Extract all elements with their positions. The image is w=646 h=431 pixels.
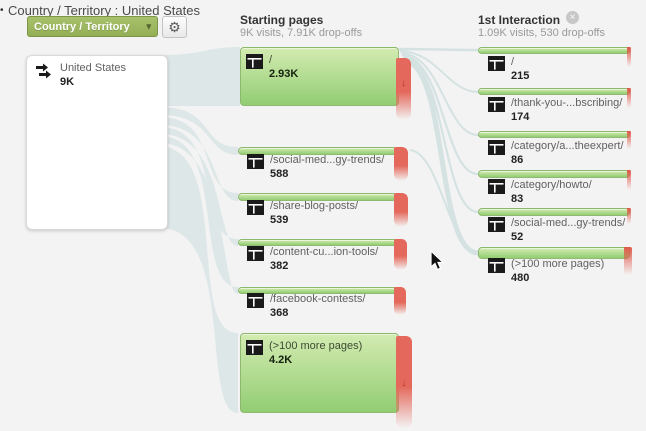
breadcrumb: Country / Territory : United States — [8, 3, 200, 18]
flow-ribbon[interactable] — [160, 107, 238, 155]
flow-ribbon[interactable] — [160, 47, 240, 106]
node-int-more-pages[interactable] — [478, 247, 630, 259]
node-start-content-curation-tools[interactable] — [238, 239, 397, 246]
node-united-states[interactable]: United States 9K — [26, 55, 168, 230]
node-int-category-howto[interactable] — [478, 170, 630, 178]
gear-icon: ⚙ — [168, 18, 181, 35]
drop-off-bar[interactable] — [394, 239, 407, 270]
dimension-dropdown[interactable]: Country / Territory ▾ — [27, 16, 158, 37]
drop-off-arrow-icon: ↓ — [401, 378, 407, 389]
node-start-home[interactable] — [240, 47, 399, 106]
node-start-social-media-trends[interactable] — [238, 147, 397, 155]
flow-link[interactable] — [402, 55, 479, 214]
node-value: 9K — [60, 76, 75, 88]
drop-off-bar[interactable] — [627, 131, 631, 149]
node-start-facebook-contests[interactable] — [238, 287, 397, 294]
column-title-1st-interaction: 1st Interaction — [478, 13, 561, 27]
drop-off-bar[interactable]: ↓ — [396, 58, 411, 120]
drop-off-bar[interactable] — [394, 147, 408, 181]
flow-ribbon[interactable] — [160, 136, 238, 294]
drop-off-bar[interactable] — [627, 88, 631, 108]
drop-off-arrow-icon: ↓ — [401, 78, 406, 89]
breadcrumb-bullet-icon: • — [0, 5, 4, 16]
settings-button[interactable]: ⚙ — [162, 16, 187, 38]
drop-off-bar[interactable] — [627, 208, 631, 224]
flow-link[interactable] — [409, 149, 477, 253]
drop-off-bar[interactable] — [394, 193, 408, 227]
drop-off-bar[interactable] — [627, 170, 631, 190]
dimension-dropdown-label: Country / Territory — [34, 20, 130, 33]
node-int-category-asktheexpert[interactable] — [478, 131, 630, 138]
flow-ribbon[interactable] — [160, 127, 238, 246]
drop-off-bar[interactable] — [394, 287, 406, 315]
chevron-down-icon: ▾ — [146, 21, 151, 31]
node-int-thank-you[interactable] — [478, 88, 630, 95]
column-title-starting-pages: Starting pages — [240, 13, 324, 27]
node-start-share-blog-posts[interactable] — [238, 193, 397, 201]
flow-link[interactable] — [401, 53, 479, 176]
node-int-home[interactable] — [478, 47, 630, 54]
flow-link[interactable] — [400, 52, 479, 136]
drop-off-bar[interactable] — [627, 47, 631, 67]
drop-off-bar[interactable] — [624, 247, 632, 275]
node-int-social-media-trends[interactable] — [478, 208, 630, 216]
flow-ribbon[interactable] — [160, 146, 238, 413]
node-start-more-pages[interactable] — [240, 333, 399, 413]
column-subtitle-starting-pages: 9K visits, 7.91K drop-offs — [240, 27, 363, 39]
drop-off-bar[interactable]: ↓ — [396, 336, 412, 428]
node-label: United States — [60, 62, 127, 74]
flow-link[interactable] — [398, 47, 479, 52]
close-column-button[interactable]: × — [566, 11, 579, 24]
flow-link[interactable] — [399, 50, 479, 93]
column-subtitle-1st-interaction: 1.09K visits, 530 drop-offs — [478, 27, 605, 39]
traffic-arrows-icon — [34, 62, 54, 89]
flow-ribbon[interactable] — [160, 117, 238, 201]
